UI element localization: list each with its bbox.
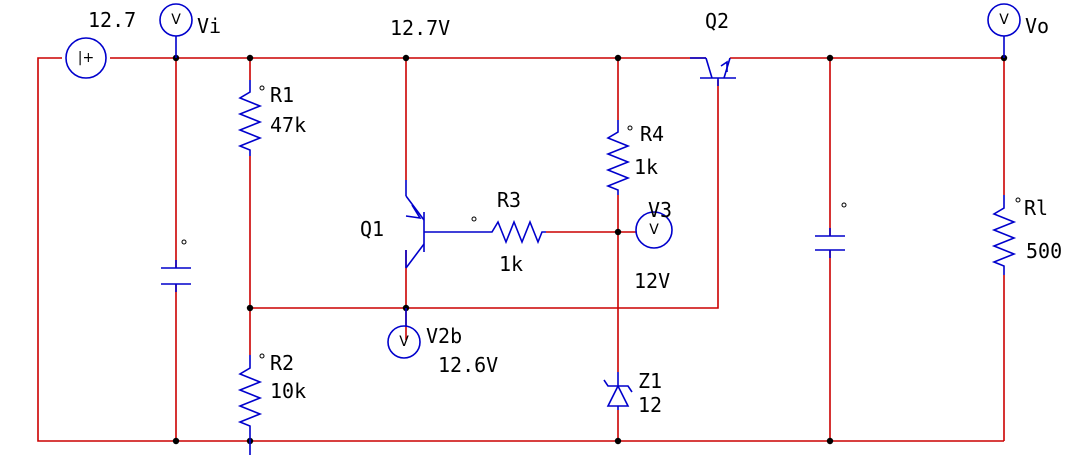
z1-name-label: Z1 (638, 369, 662, 393)
source-symbol: |+ (78, 50, 94, 66)
r2-value-label: 10k (270, 379, 306, 403)
v2b-meter-symbol: V (399, 334, 409, 350)
resistor-r4 (605, 120, 633, 195)
rl-value-label: 500 (1026, 239, 1062, 263)
v3-label: V3 (648, 198, 672, 222)
voltmeter-vo: V (987, 3, 1021, 58)
r3-value-label: 1k (499, 252, 523, 276)
wire-left-rail (37, 57, 250, 442)
transistor-q2 (690, 57, 736, 86)
node-divider-left (246, 304, 254, 312)
resistor-r2 (237, 353, 265, 455)
node-ground-c-in (172, 437, 180, 445)
wire-q2-base-return (406, 80, 719, 309)
transistor-q1 (405, 180, 484, 269)
resistor-r1 (237, 80, 265, 156)
resistor-r3 (471, 216, 546, 245)
r1-value-label: 47k (270, 113, 306, 137)
rl-name-label: Rl (1024, 196, 1048, 220)
vi-label: Vi (197, 14, 221, 38)
vo-label: Vo (1025, 14, 1049, 38)
labels: 12.7 Vi 12.7V Q2 Vo R1 47k R4 1k R3 1k Q… (88, 8, 1062, 417)
r4-value-label: 1k (634, 155, 658, 179)
node-ground-z1 (614, 437, 622, 445)
vi-meter-symbol: V (171, 12, 181, 28)
node-q1-collector (402, 54, 410, 62)
v2b-label: V2b (426, 324, 462, 348)
node-ground-c-out (826, 437, 834, 445)
v2b-value-label: 12.6V (438, 353, 498, 377)
node-r4-top (614, 54, 622, 62)
node-dots (172, 54, 1008, 445)
v3-value-label: 12V (634, 269, 670, 293)
dc-source: |+ (65, 37, 107, 79)
q1-label: Q1 (360, 217, 384, 241)
capacitor-in (161, 239, 191, 292)
node-c-out-top (826, 54, 834, 62)
source-value-label: 12.7 (88, 8, 136, 32)
r1-name-label: R1 (270, 83, 294, 107)
r4-name-label: R4 (640, 122, 664, 146)
voltmeter-v3: V (635, 211, 673, 249)
r2-name-label: R2 (270, 351, 294, 375)
q2-label: Q2 (705, 9, 729, 33)
node-r1-top (246, 54, 254, 62)
vo-meter-symbol: V (999, 12, 1009, 28)
node-zener-junction (614, 228, 622, 236)
capacitor-out (815, 202, 847, 258)
zener-z1 (603, 372, 633, 410)
r3-name-label: R3 (497, 188, 521, 212)
z1-value-label: 12 (638, 393, 662, 417)
resistor-rl (991, 195, 1021, 275)
wires (37, 57, 1005, 442)
voltmeter-v2b: V (387, 308, 421, 359)
top-node-voltage-label: 12.7V (390, 16, 450, 40)
v3-meter-symbol: V (649, 222, 659, 238)
voltmeter-vi: V (159, 3, 193, 58)
